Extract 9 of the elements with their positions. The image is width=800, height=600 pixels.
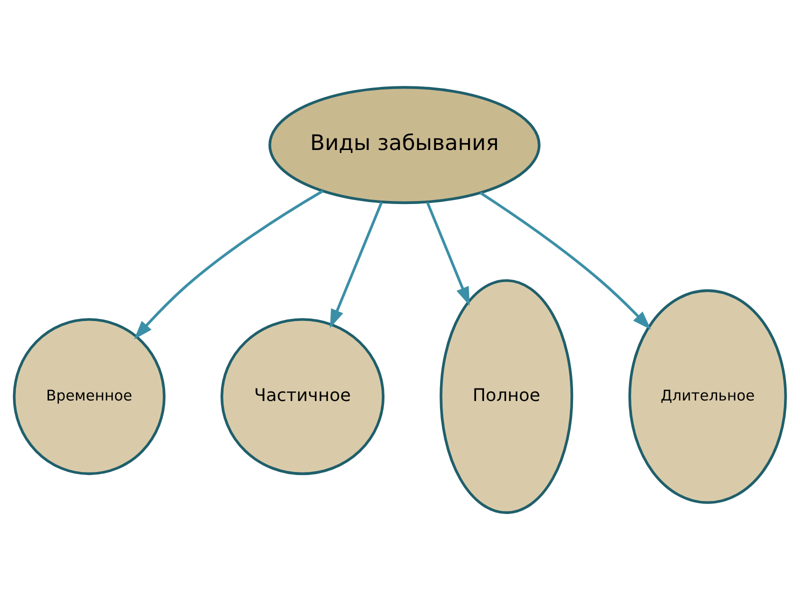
node-circle: Временное: [12, 318, 166, 476]
node-ellipse: Полное: [440, 279, 574, 514]
arrow: [480, 192, 651, 330]
node-ellipse: Длительное: [628, 289, 787, 504]
node-ellipse: Виды забывания: [268, 86, 540, 204]
arrow: [426, 202, 470, 306]
arrow: [330, 202, 383, 328]
node-circle: Частичное: [220, 318, 385, 476]
arrow: [134, 190, 324, 340]
